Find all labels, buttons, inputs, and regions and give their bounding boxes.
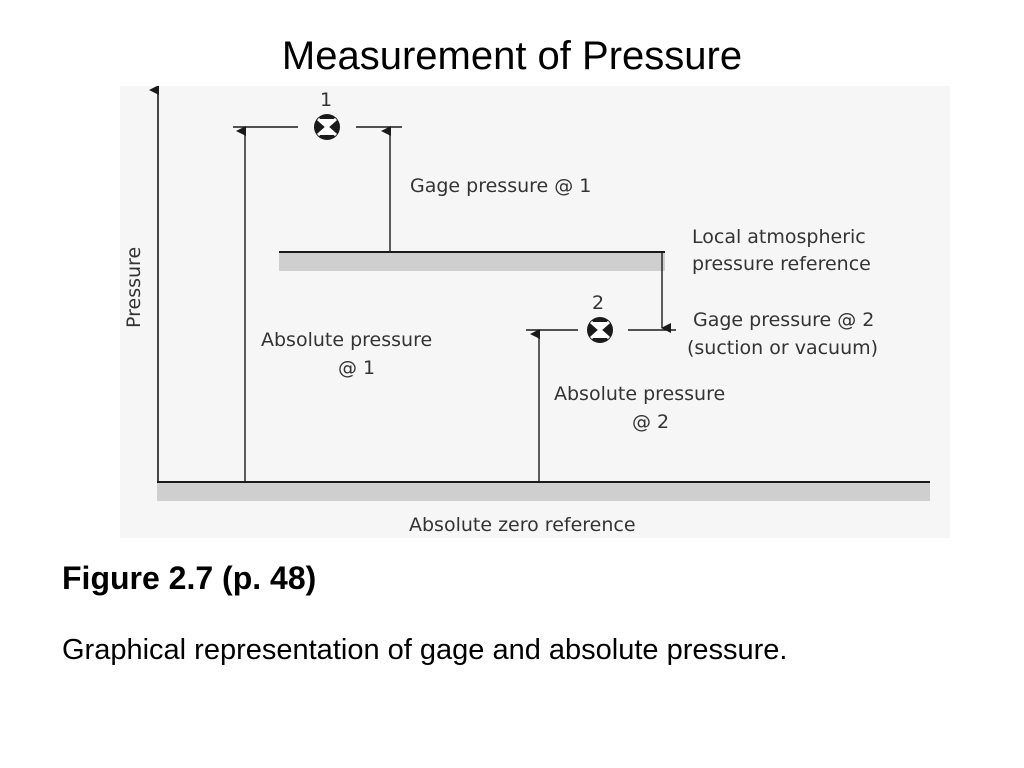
pressure-axis-label: Pressure [123,247,145,328]
gauge-1-icon [314,114,340,140]
gage-pressure-1-label: Gage pressure @ 1 [410,175,591,197]
pressure-diagram: Pressure Absolute zero reference Local a… [120,86,950,538]
absolute-pressure-1-label-line2: @ 1 [338,357,375,379]
gage-pressure-2-label-line1: Gage pressure @ 2 [693,309,874,331]
absolute-pressure-2-label-line2: @ 2 [632,411,669,433]
figure-caption-body: Graphical representation of gage and abs… [62,634,788,666]
atmospheric-band [279,252,665,271]
absolute-pressure-1-label-line1: Absolute pressure [261,329,432,351]
absolute-pressure-2-label-line1: Absolute pressure [554,383,725,405]
atmospheric-label-line2: pressure reference [692,253,871,275]
absolute-zero-label: Absolute zero reference [409,514,636,536]
diagram-background [120,86,950,538]
gauge-1-number: 1 [320,89,332,111]
gauge-2-number: 2 [592,292,604,314]
atmospheric-label-line1: Local atmospheric [692,226,866,248]
slide-title: Measurement of Pressure [281,34,743,78]
absolute-zero-band [157,482,930,501]
gage-pressure-2-label-line2: (suction or vacuum) [687,337,878,359]
gauge-2-icon [587,317,613,343]
figure-caption-heading: Figure 2.7 (p. 48) [62,560,317,596]
